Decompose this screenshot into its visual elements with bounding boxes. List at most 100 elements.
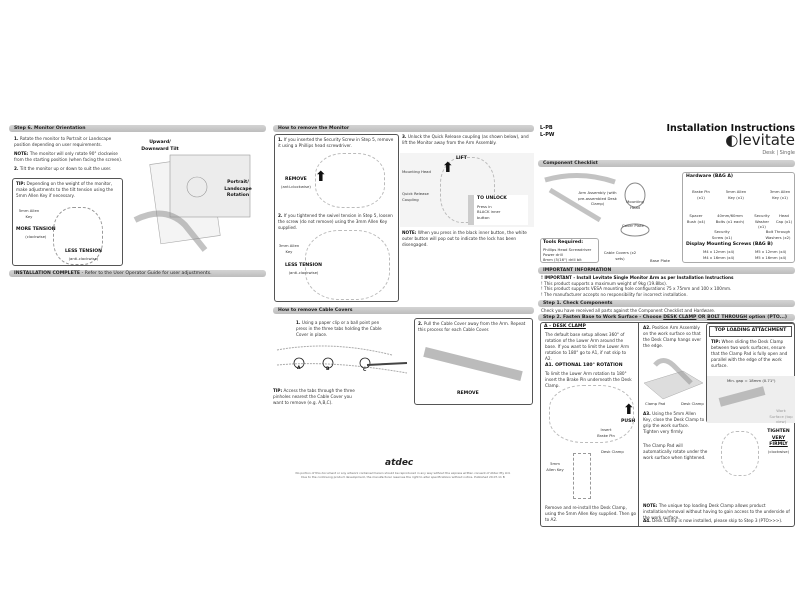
tab-c-label: C bbox=[363, 368, 367, 373]
mounting-head-label: Mounting Head bbox=[402, 169, 431, 174]
auto-rotate-text: The Clamp Pad will automatically rotate … bbox=[643, 443, 708, 461]
insert-label: Insert Brake Pin bbox=[597, 427, 615, 438]
cable-cover-tabs-illustration bbox=[276, 345, 408, 374]
hw-item: 40mm/60mm Bolts (x1 each) bbox=[715, 213, 745, 224]
a2-text: A2. Position Arm Assembly on the work su… bbox=[643, 325, 702, 349]
mounting-head-drawing bbox=[440, 157, 495, 223]
push-label: PUSH bbox=[621, 419, 636, 424]
desk-clamp-box: A - DESK CLAMP The default base setup al… bbox=[540, 322, 795, 527]
step6-header: Step 6. Monitor Orientation bbox=[9, 125, 266, 132]
top-tip: TIP: When sliding the Desk Clamp between… bbox=[711, 338, 788, 369]
top-loading-box: TOP LOADING ATTACHMENT TIP: When sliding… bbox=[706, 323, 795, 424]
dms-title: Display Mounting Screws (BAG B) bbox=[686, 242, 773, 247]
clamp-top-view bbox=[718, 386, 766, 407]
atdec-logo: atdec bbox=[385, 458, 414, 468]
less-tension-label: LESS TENSION(anti-clockwise) bbox=[65, 249, 102, 261]
allen-key-label: 5mm Allen Key bbox=[546, 461, 564, 472]
footer: No portion of this document or any artwo… bbox=[295, 471, 511, 480]
cable-step2-box: 2. Pull the Cable Cover away from the Ar… bbox=[414, 318, 533, 405]
doc-title: Installation Instructions bbox=[666, 123, 795, 134]
brake-pin-illustration bbox=[549, 385, 634, 443]
hw-item: 3mm Allen Key (x1) bbox=[769, 189, 791, 200]
hw-item: Security Washer (x1) bbox=[754, 213, 770, 229]
a1-end-text: Remove and re-install the Desk Clamp, us… bbox=[545, 505, 637, 523]
tab-a-label: A bbox=[297, 366, 301, 371]
swivel-illustration bbox=[305, 230, 390, 300]
step6-text: 1. Rotate the monitor to Portrait or Lan… bbox=[14, 136, 124, 172]
base-plate-label: Base Plate bbox=[650, 258, 670, 263]
tools-box: Tools Required: Phillips Head Screwdrive… bbox=[540, 238, 599, 263]
lift-label: LIFT bbox=[456, 156, 467, 161]
cable-cover-drawing bbox=[423, 347, 523, 381]
top-view-illustration: Min. gap = 18mm (0.71") Work Surface (to… bbox=[707, 376, 795, 424]
quick-release-label: Quick Release Coupling bbox=[402, 191, 429, 202]
a4-text: A4. Desk Clamp is now installed, please … bbox=[643, 518, 783, 523]
hardware-box: Hardware (BAG A) Brake Pin (x1) 5mm Alle… bbox=[682, 172, 795, 263]
tab-b-label: B bbox=[326, 367, 330, 372]
hw-item: Bolt Through Washers (x2) bbox=[765, 229, 791, 240]
hw-item: Brake Pin (x1) bbox=[692, 189, 710, 200]
tab-b bbox=[322, 357, 334, 369]
mounting-head-label: Mounting Head bbox=[626, 199, 644, 210]
arm-on-desk-illustration bbox=[643, 358, 704, 400]
step2-header: Step 2. Fasten Base to Work Surface - Ch… bbox=[538, 314, 795, 321]
step1-header: Step 1. Check Components bbox=[538, 300, 795, 307]
more-tension-label: MORE TENSION(clockwise) bbox=[16, 227, 56, 239]
remove-label: REMOVE bbox=[457, 391, 479, 396]
component-checklist-header: Component Checklist bbox=[538, 160, 795, 167]
desk-clamp-drawing bbox=[573, 453, 591, 499]
monitor-arm-illustration bbox=[133, 154, 251, 252]
less-tension-label: LESS TENSION(anti-clockwise) bbox=[285, 263, 322, 275]
remove-step2: 2. If you tightened the swivel tension i… bbox=[278, 213, 393, 231]
remove-monitor-header: How to remove the Monitor bbox=[273, 125, 534, 132]
levitate-logo: ◐levitate bbox=[725, 131, 795, 149]
desk-clamp-label: Desk Clamp bbox=[681, 401, 704, 406]
step1: 1. Rotate the monitor to Portrait or Lan… bbox=[14, 136, 112, 148]
allen-key-label: 3mm Allen Key bbox=[278, 243, 300, 254]
important-list: ! IMPORTANT - Install Levitate Single Mo… bbox=[541, 275, 734, 298]
installation-complete-bar: INSTALLATION COMPLETE - Refer to the Use… bbox=[9, 270, 266, 277]
up-arrow-icon: ⬆ bbox=[442, 160, 454, 176]
a3-text: A3. Using the 5mm Allen Key, close the D… bbox=[643, 411, 705, 435]
cable-tip: TIP: Access the tabs through the three p… bbox=[273, 388, 355, 406]
screw-illustration bbox=[315, 153, 385, 208]
arm-label: Arm Assembly (with pre-assembled Desk Cl… bbox=[578, 190, 617, 206]
remove-label: REMOVE(anti-clockwise) bbox=[281, 177, 311, 189]
clamp-note: NOTE: The unique top loading Desk Clamp … bbox=[643, 503, 790, 521]
tension-illustration bbox=[53, 207, 103, 265]
tab-a bbox=[293, 357, 305, 369]
desk-clamp-label: Desk Clamp bbox=[601, 449, 624, 455]
cable-covers-header: How to remove Cable Covers bbox=[273, 307, 534, 314]
clamp-pad-label: Clamp Pad bbox=[645, 401, 666, 406]
cable-step2: 2. Pull the Cable Cover away from the Ar… bbox=[418, 321, 526, 333]
logo-mark-icon: ◐ bbox=[725, 131, 739, 149]
unlock-detail: TO UNLOCK Press in BLACK inner button bbox=[468, 195, 528, 225]
rotation-label: Portrait/ Landscape Rotation bbox=[224, 180, 252, 199]
remove-step1: 1. If you inserted the Security Screw in… bbox=[278, 137, 394, 149]
remove-step3: 3. Unlock the Quick Release coupling (as… bbox=[402, 134, 529, 146]
a1-text: To limit the Lower Arm rotation to 180° … bbox=[545, 370, 632, 388]
arm-assembly-illustration bbox=[544, 172, 650, 237]
hw-item: Head Cap (x1) bbox=[775, 213, 793, 224]
tab-c bbox=[359, 357, 371, 369]
hw-item: Spacer Bush (x4) bbox=[686, 213, 706, 224]
unlock-illustration: LIFT ⬆ Mounting Head Quick Release Coupl… bbox=[400, 153, 534, 227]
up-arrow-icon: ⬆ bbox=[623, 402, 635, 418]
important-header: IMPORTANT INFORMATION bbox=[538, 267, 795, 274]
tilt-label: Upward/ Downward Tilt bbox=[141, 140, 179, 152]
tip: TIP: Depending on the weight of the moni… bbox=[16, 181, 114, 199]
step1-text: Check you have received all parts agains… bbox=[541, 308, 716, 313]
cable-step1: 1. Using a paper clip or a ball point pe… bbox=[296, 320, 382, 338]
a-text: The default base setup allows 360° of ro… bbox=[545, 331, 630, 362]
section-a: A - DESK CLAMP The default base setup al… bbox=[541, 323, 639, 527]
unlock-note: NOTE: When you press in the black inner … bbox=[402, 230, 527, 248]
cover-plate-label: Cover Plate bbox=[622, 223, 644, 228]
allen-key-label: 5mm Allen Key bbox=[18, 208, 40, 219]
cable-covers-label: Cable Covers (x2 sets) bbox=[603, 250, 637, 261]
remove-steps-box: 1. If you inserted the Security Screw in… bbox=[274, 134, 399, 302]
tip-box: TIP: Depending on the weight of the moni… bbox=[12, 178, 123, 266]
work-surface-label: Work Surface (top view) bbox=[769, 408, 793, 424]
hw-item: 5mm Allen Key (x1) bbox=[725, 189, 747, 200]
